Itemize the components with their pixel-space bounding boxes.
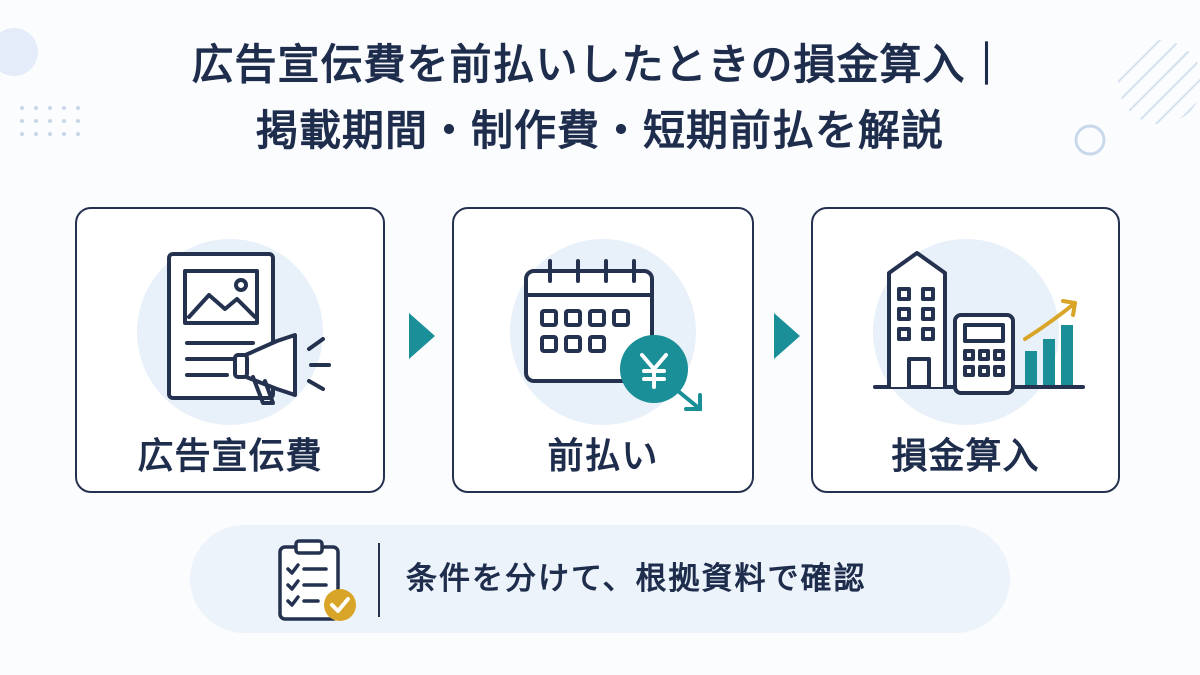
note-banner: 条件を分けて、根拠資料で確認 (190, 525, 1010, 633)
step-label: 損金算入 (891, 436, 1040, 477)
step-card-deductible: 損金算入 (811, 207, 1120, 493)
arrow-right-icon (774, 313, 800, 359)
decor-top-right (1074, 40, 1200, 156)
title-line-1: 広告宣伝費を前払いしたときの損金算入｜ (191, 40, 1009, 89)
decor-top-left (0, 28, 80, 136)
page-title: 広告宣伝費を前払いしたときの損金算入｜ 掲載期間・制作費・短期前払を解説 (0, 32, 1200, 164)
title-line-2: 掲載期間・制作費・短期前払を解説 (255, 106, 944, 155)
building-calculator-chart-icon (873, 251, 1085, 395)
calendar-yen-icon (524, 259, 702, 411)
note-text: 条件を分けて、根拠資料で確認 (406, 561, 867, 597)
note-divider (378, 543, 380, 617)
step-card-prepayment: 前払い (452, 207, 754, 493)
clipboard-check-icon (278, 539, 356, 621)
step-label: 広告宣伝費 (137, 436, 323, 477)
document-megaphone-icon (167, 252, 331, 405)
arrow-right-icon (409, 313, 435, 359)
step-label: 前払い (547, 436, 659, 477)
step-card-advertising: 広告宣伝費 (75, 207, 385, 493)
